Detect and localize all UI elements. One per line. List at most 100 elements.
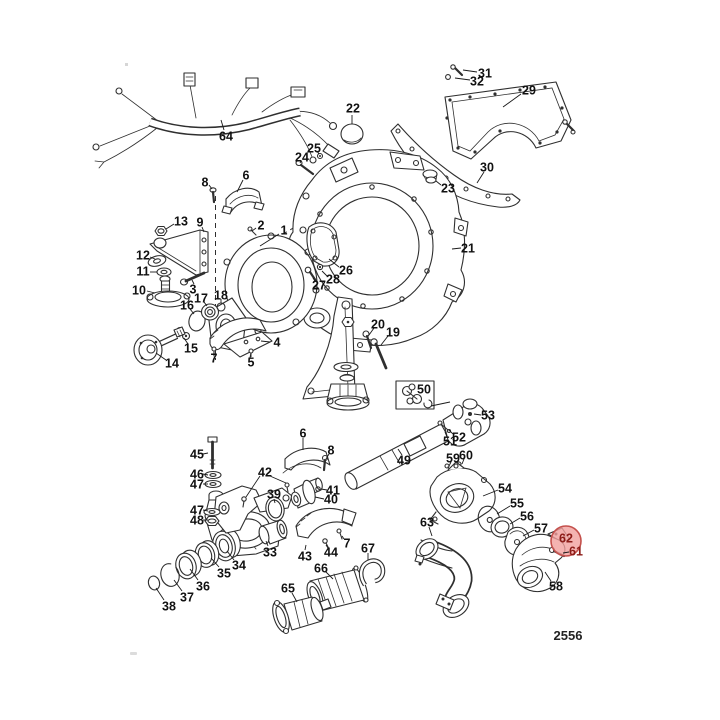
part-label-48: 48 xyxy=(190,514,204,528)
leader-line-61 xyxy=(562,551,570,554)
part-exhaust-pipe-63 xyxy=(414,538,473,619)
bolt-8-lower xyxy=(321,454,329,472)
leader-line-40 xyxy=(314,496,325,500)
part-label-17: 17 xyxy=(194,292,208,306)
leader-line-26 xyxy=(328,258,340,268)
leader-line-36 xyxy=(189,568,199,581)
part-label-27: 27 xyxy=(312,279,326,293)
leader-line-44 xyxy=(325,544,329,549)
leader-line-60 xyxy=(461,458,465,465)
part-label-6: 6 xyxy=(243,169,250,183)
leader-line-42 xyxy=(245,475,261,498)
leader-line-31 xyxy=(462,69,478,73)
part-label-49: 49 xyxy=(397,454,411,468)
leader-line-25 xyxy=(316,150,320,155)
part-cover-plate-29 xyxy=(444,64,576,160)
part-label-34: 34 xyxy=(232,559,246,573)
part-label-66: 66 xyxy=(314,562,328,576)
leader-line-16 xyxy=(189,308,195,315)
leader-line-55 xyxy=(496,505,511,515)
part-wiring-harness-64 xyxy=(92,72,340,169)
part-label-9: 9 xyxy=(197,216,204,230)
part-label-14: 14 xyxy=(165,357,179,371)
part-clamp-6-upper xyxy=(221,187,265,215)
part-label-13: 13 xyxy=(174,215,188,229)
leader-line-24 xyxy=(299,160,302,164)
part-label-50: 50 xyxy=(417,383,431,397)
leader-line-58 xyxy=(544,571,552,582)
part-label-61: 61 xyxy=(569,545,583,559)
leader-line-35 xyxy=(210,557,220,568)
part-label-31: 31 xyxy=(478,67,492,81)
bolt-right-of-plate xyxy=(562,119,576,135)
leader-line-54 xyxy=(482,489,499,497)
part-plug-22 xyxy=(340,123,364,145)
leader-line-20 xyxy=(368,327,375,336)
bolt-45 xyxy=(207,436,218,470)
housing-bolt-holes xyxy=(311,184,434,309)
bolt-8-upper xyxy=(209,187,217,204)
leader-line-41 xyxy=(320,488,328,491)
part-label-30: 30 xyxy=(480,161,494,175)
leader-line-12 xyxy=(149,256,156,260)
part-label-1: 1 xyxy=(281,224,288,238)
part-label-63: 63 xyxy=(420,516,434,530)
part-label-43: 43 xyxy=(298,550,312,564)
part-label-42: 42 xyxy=(258,466,272,480)
part-label-35: 35 xyxy=(217,567,231,581)
part-label-57: 57 xyxy=(534,522,548,536)
leader-line-38 xyxy=(155,587,165,601)
part-label-33: 33 xyxy=(263,546,277,560)
leader-line-3 xyxy=(191,279,195,285)
leader-line-30 xyxy=(476,171,485,184)
part-label-58: 58 xyxy=(549,580,563,594)
part-grommet-23 xyxy=(422,169,438,184)
bolt-44 xyxy=(322,538,330,550)
leader-line-66 xyxy=(325,571,334,580)
part-label-20: 20 xyxy=(371,318,385,332)
leader-line-6 xyxy=(236,179,244,193)
part-label-62: 62 xyxy=(559,532,573,546)
washer-47b-nut-48 xyxy=(203,507,221,527)
nut-25 xyxy=(316,152,324,160)
nut-28 xyxy=(316,263,324,271)
leader-line-32 xyxy=(454,77,471,81)
part-label-65: 65 xyxy=(281,582,295,596)
part-label-55: 55 xyxy=(510,497,524,511)
leader-line-10 xyxy=(146,290,156,294)
part-label-15: 15 xyxy=(184,342,198,356)
part-label-60: 60 xyxy=(459,449,473,463)
part-label-37: 37 xyxy=(180,591,194,605)
part-label-28: 28 xyxy=(326,273,340,287)
part-label-8: 8 xyxy=(328,444,335,458)
part-label-7: 7 xyxy=(211,352,218,366)
part-clamp-6-lower xyxy=(282,447,331,474)
part-yoke-uj xyxy=(442,398,491,447)
leader-line-50 xyxy=(430,401,451,407)
part-label-7: 7 xyxy=(344,537,351,551)
part-cover-43 xyxy=(295,508,357,539)
part-engine-mount-10-11 xyxy=(146,267,191,308)
leader-line-63 xyxy=(428,526,433,537)
leader-line-47 xyxy=(202,509,209,512)
bolt-51-52 xyxy=(437,420,452,434)
leader-line-39 xyxy=(273,498,276,504)
part-label-47: 47 xyxy=(190,478,204,492)
part-label-23: 23 xyxy=(441,182,455,196)
leader-line-37 xyxy=(173,579,183,592)
leader-line-34 xyxy=(226,550,235,561)
leader-line-57 xyxy=(522,529,535,537)
leader-line-4 xyxy=(260,340,271,343)
part-label-2: 2 xyxy=(258,219,265,233)
leader-line-21 xyxy=(451,247,462,250)
leader-line-15 xyxy=(183,337,189,345)
part-label-5: 5 xyxy=(248,356,255,370)
leader-line-8 xyxy=(325,453,330,460)
part-label-38: 38 xyxy=(162,600,176,614)
leader-line-49 xyxy=(397,448,403,456)
leader-line-1 xyxy=(259,233,280,247)
part-coupler-40 xyxy=(290,477,323,509)
part-label-24: 24 xyxy=(295,151,309,165)
